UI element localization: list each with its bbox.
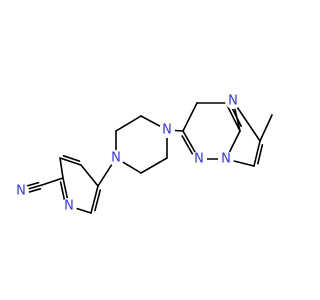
atom-nitrile-n: N bbox=[13, 183, 29, 199]
atom-piperazine-n-left: N bbox=[108, 150, 124, 166]
bond-ca-cb bbox=[115, 115, 142, 132]
imidazole-n-label: N bbox=[228, 94, 238, 109]
piperazine-n-right-label: N bbox=[162, 123, 172, 138]
pyridine-n-label: N bbox=[64, 199, 74, 214]
bond-cn-c2 bbox=[41, 177, 64, 186]
bond-c6-c5-second bbox=[94, 189, 102, 212]
atom-bridgehead-n: N bbox=[218, 151, 234, 167]
bond-c2i-me bbox=[259, 114, 273, 142]
bond-c3i-c2i bbox=[253, 140, 261, 167]
bond-cc-cd bbox=[140, 157, 168, 174]
molecule-structure: N N N N N N N bbox=[13, 93, 273, 214]
bond-c3-c2 bbox=[59, 157, 64, 179]
bond-c6-c5 bbox=[90, 185, 99, 214]
atom-pyridazine-n: N bbox=[191, 151, 207, 167]
bond-c5-c4 bbox=[80, 164, 99, 187]
bond-c6z-n1z-second bbox=[181, 135, 196, 159]
atom-pyridine-n: N bbox=[61, 198, 77, 214]
nitrile-n-label: N bbox=[16, 184, 26, 199]
bond-c5z-c6z bbox=[182, 102, 198, 132]
piperazine-n-left-label: N bbox=[111, 151, 121, 166]
bridgehead-n-label: N bbox=[221, 152, 231, 167]
atom-piperazine-n-right: N bbox=[159, 122, 175, 138]
bond-c4-c3-second bbox=[62, 155, 81, 162]
bonds-layer bbox=[20, 100, 273, 214]
bond-c4-c3 bbox=[59, 157, 82, 166]
bond-c3i-c2i-second bbox=[257, 143, 264, 165]
atom-imidazole-n: N bbox=[225, 93, 241, 109]
bond-c8a-c4z bbox=[225, 102, 241, 132]
atom-labels-layer: N N N N N N N bbox=[13, 93, 241, 214]
bond-c2i-ni bbox=[232, 100, 261, 142]
pyridazine-n-label: N bbox=[194, 152, 204, 167]
